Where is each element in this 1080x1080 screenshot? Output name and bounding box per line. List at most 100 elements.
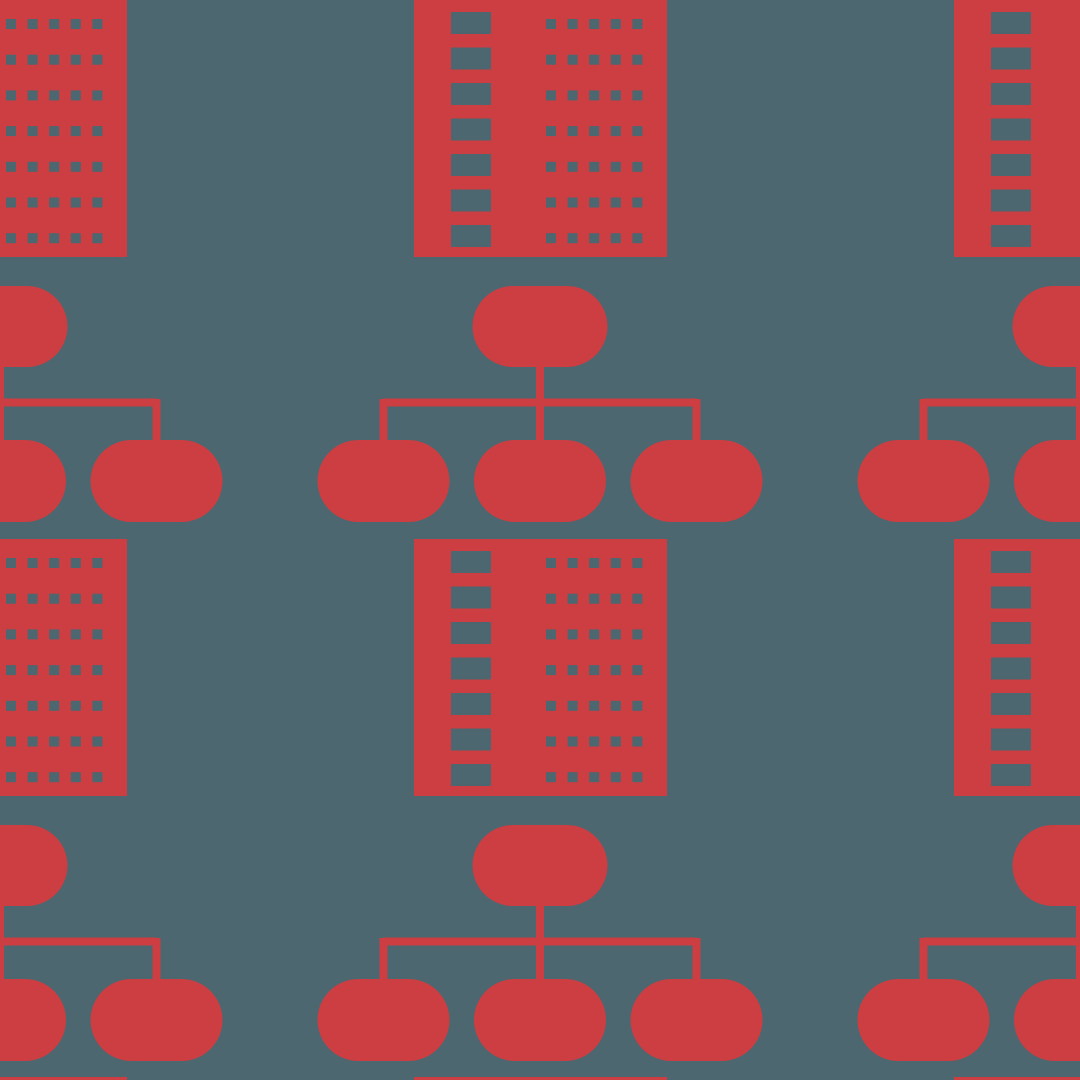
building-large-window [990, 83, 1031, 105]
building-small-window [631, 161, 642, 172]
building-small-window [610, 700, 621, 711]
building-small-window [27, 161, 38, 172]
building-small-window [91, 772, 102, 783]
building-small-window [588, 700, 599, 711]
building-small-window [545, 772, 556, 783]
building-large-window [450, 12, 491, 34]
building-icon [953, 1077, 1080, 1080]
building-small-window [5, 665, 16, 676]
building-small-window [91, 19, 102, 29]
building-small-window [631, 233, 642, 244]
org-chart-child-node [474, 979, 606, 1061]
building-small-window [27, 665, 38, 676]
building-small-window [545, 736, 556, 747]
org-chart-child-node [1014, 440, 1080, 522]
org-chart-child-node [630, 979, 763, 1061]
building-icon [953, 0, 1080, 257]
building-large-window [990, 764, 1031, 786]
building-small-window [588, 161, 599, 172]
org-chart-connector [379, 326, 701, 456]
building-small-window [48, 19, 59, 29]
building-small-window [70, 90, 81, 101]
building-small-window [588, 558, 599, 568]
building-small-window [70, 700, 81, 711]
building-small-window [588, 197, 599, 208]
org-chart-icon [317, 286, 763, 522]
building-small-window [70, 629, 81, 640]
building-large-window [990, 118, 1031, 141]
org-chart-child-node [317, 979, 450, 1061]
building-small-window [567, 19, 578, 29]
building-small-window [48, 593, 59, 604]
building-small-window [588, 736, 599, 747]
building-small-window [70, 126, 81, 137]
building-small-window [631, 700, 642, 711]
building-large-window [450, 764, 491, 786]
building-small-window [567, 629, 578, 640]
building-small-window [545, 126, 556, 137]
building-large-window [990, 12, 1031, 34]
pattern-tile [810, 0, 1080, 539]
org-chart-child-node [90, 440, 223, 522]
org-chart-child-node [0, 979, 66, 1061]
building-large-window [450, 118, 491, 141]
building-small-window [91, 233, 102, 244]
pattern-tile [0, 1077, 270, 1080]
building-small-window [545, 19, 556, 29]
building-small-window [588, 19, 599, 29]
building-small-window [5, 593, 16, 604]
building-small-window [610, 736, 621, 747]
building-small-window [631, 126, 642, 137]
building-small-window [48, 772, 59, 783]
building-small-window [27, 558, 38, 568]
building-small-window [567, 736, 578, 747]
building-small-window [91, 197, 102, 208]
building-large-window [990, 47, 1031, 70]
building-small-window [610, 90, 621, 101]
building-small-window [91, 700, 102, 711]
building-large-window [450, 47, 491, 70]
building-large-window [450, 225, 491, 247]
building-small-window [5, 126, 16, 137]
pattern-tile [810, 539, 1080, 1078]
building-icon [0, 539, 127, 796]
org-chart-child-node [90, 979, 223, 1061]
building-large-window [990, 154, 1031, 176]
building-small-window [48, 700, 59, 711]
building-small-window [610, 593, 621, 604]
building-small-window [545, 700, 556, 711]
building-small-window [48, 629, 59, 640]
org-chart-child-node [317, 440, 450, 522]
org-chart-child-node [474, 440, 606, 522]
building-small-window [70, 558, 81, 568]
building-small-window [48, 665, 59, 676]
building-small-window [567, 233, 578, 244]
building-small-window [567, 593, 578, 604]
building-small-window [91, 90, 102, 101]
building-large-window [450, 728, 491, 751]
building-small-window [588, 629, 599, 640]
building-small-window [27, 233, 38, 244]
building-body [413, 1077, 667, 1080]
building-small-window [631, 197, 642, 208]
building-large-window [450, 83, 491, 105]
building-small-window [48, 233, 59, 244]
building-small-window [27, 736, 38, 747]
building-small-window [588, 126, 599, 137]
pattern-tile [270, 539, 810, 1078]
building-small-window [610, 126, 621, 137]
org-chart-parent-node [472, 825, 608, 906]
building-small-window [5, 736, 16, 747]
building-small-window [567, 197, 578, 208]
pattern-tile [0, 539, 270, 1078]
building-small-window [5, 161, 16, 172]
building-icon [413, 1077, 667, 1080]
building-large-window [450, 693, 491, 715]
building-small-window [610, 19, 621, 29]
building-body [0, 0, 127, 257]
org-chart-icon [0, 286, 223, 522]
org-chart-icon [0, 825, 223, 1061]
building-icon [953, 539, 1080, 796]
building-small-window [545, 161, 556, 172]
